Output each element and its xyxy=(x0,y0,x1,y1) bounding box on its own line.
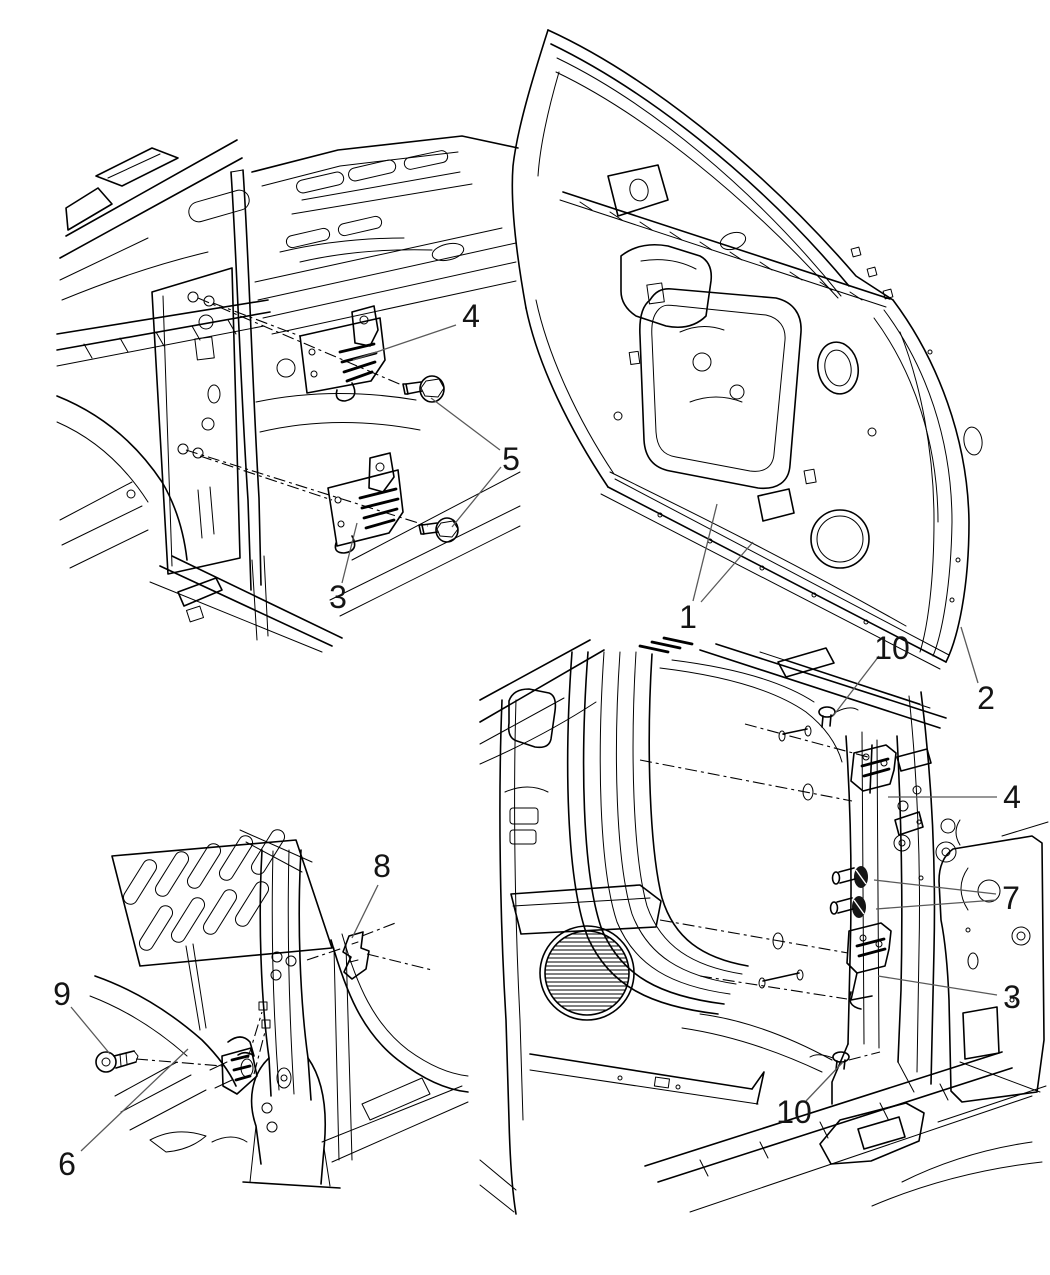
view-pillar-striker-detail xyxy=(89,829,469,1189)
callout-3-door-view: 3 xyxy=(1003,979,1021,1015)
callout-7: 7 xyxy=(1002,880,1020,916)
callout-3-body-view: 3 xyxy=(329,579,347,615)
pillar-wedge xyxy=(342,931,370,980)
callout-10-lower: 10 xyxy=(776,1094,812,1130)
clip-bottom xyxy=(809,1051,881,1071)
view-cab-hinge-pillar xyxy=(56,135,521,653)
hinge-bolt-lower xyxy=(418,517,459,543)
callout-1: 1 xyxy=(679,599,697,635)
callout-10-upper: 10 xyxy=(874,630,910,666)
hinge-bolt-upper xyxy=(402,375,445,403)
callout-2: 2 xyxy=(977,680,995,716)
callout-8: 8 xyxy=(373,848,391,884)
lower-hinge-assembly xyxy=(846,922,892,1010)
callout-9: 9 xyxy=(53,976,71,1012)
speaker-grille xyxy=(539,925,635,1021)
callout-4-door-view: 4 xyxy=(1003,779,1021,815)
view-door-opening-interior xyxy=(479,636,1049,1215)
callout-5: 5 xyxy=(502,441,520,477)
lower-hinge xyxy=(327,452,404,554)
clip-top xyxy=(818,706,859,728)
view-front-door-panel xyxy=(511,29,983,670)
upper-hinge-assembly xyxy=(850,744,897,794)
striker-bolt xyxy=(95,1050,139,1073)
hinge-pin-fasteners xyxy=(829,866,868,918)
callout-leader-lines xyxy=(70,324,998,1152)
callout-4-body-view: 4 xyxy=(462,298,480,334)
callout-6: 6 xyxy=(58,1146,76,1182)
door-striker xyxy=(209,1036,258,1095)
